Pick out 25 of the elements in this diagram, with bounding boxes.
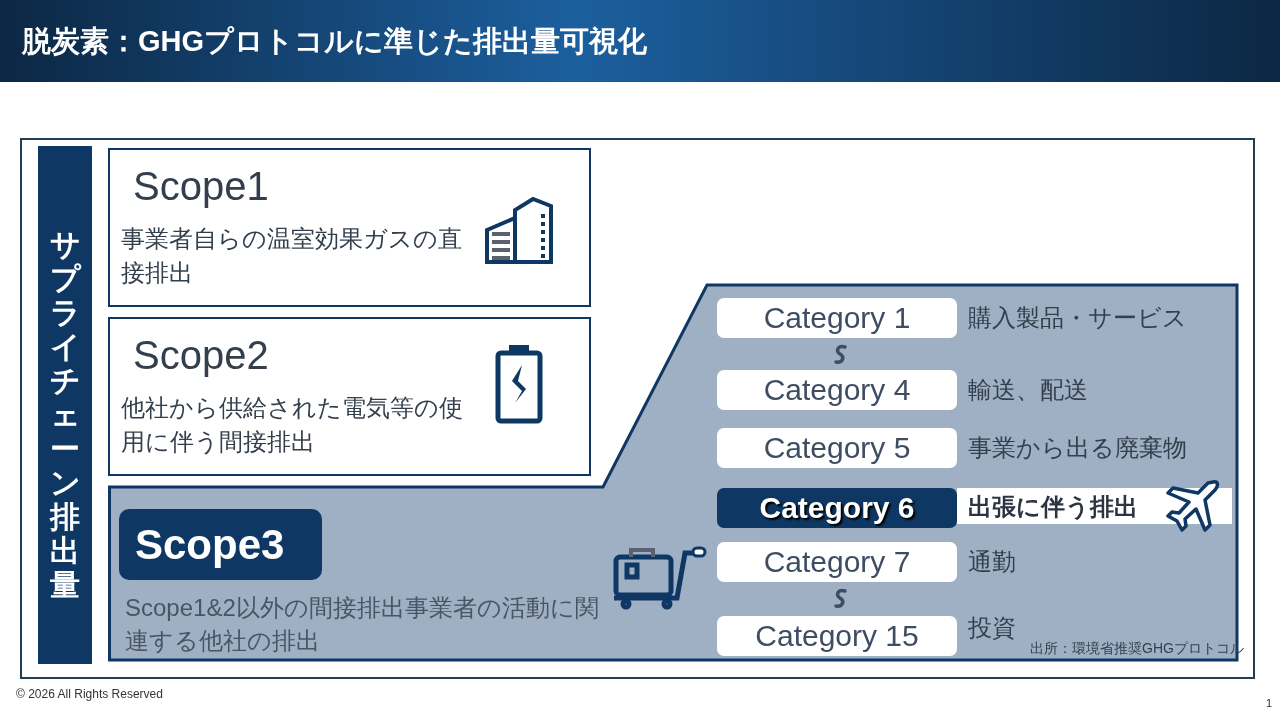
source-note: 出所：環境省推奨GHGプロトコル [1030, 640, 1244, 658]
page-number: 1 [1266, 697, 1273, 709]
bar-label: サプライチェーン排出量 [49, 228, 81, 602]
category-box: Category 4 [717, 370, 957, 410]
category-box: Category 7 [717, 542, 957, 582]
scope-box [108, 148, 591, 307]
category-description: 投資 [968, 613, 1016, 643]
scope-description: Scope1&2以外の間接排出事業者の活動に関連する他社の排出 [125, 593, 600, 656]
category-box: Category 5 [717, 428, 957, 468]
category-description: 事業から出る廃棄物 [968, 433, 1187, 463]
vertical-bar [38, 146, 92, 664]
scope-heading-box: Scope3 [119, 509, 322, 580]
category-description: 輸送、配送 [968, 375, 1088, 405]
copyright-text: © 2026 All Rights Reserved [16, 687, 163, 701]
category-box: Category 1 [717, 298, 957, 338]
category-description: 通勤 [968, 547, 1016, 577]
category-description: 購入製品・サービス [968, 303, 1187, 333]
title: 脱炭素：GHGプロトコルに準じた排出量可視化 [22, 24, 648, 59]
scope-description: 他社から供給された電気等の使用に伴う間接排出 [121, 393, 464, 457]
category-box: Category 15 [717, 616, 957, 656]
scope-box [108, 317, 591, 476]
scope-description: 事業者自らの温室効果ガスの直接排出 [121, 224, 463, 288]
scope-heading: Scope1 [133, 164, 269, 209]
scope-heading: Scope2 [133, 333, 269, 378]
category-box: Category 6 [717, 488, 957, 528]
